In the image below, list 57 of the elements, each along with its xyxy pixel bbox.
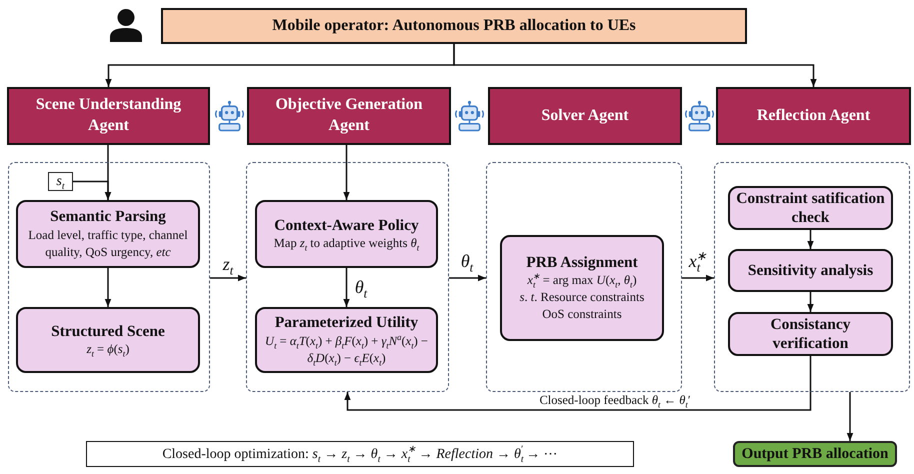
process-description: s. t. Resource constraints OoS constraints <box>518 289 646 323</box>
agent-title: Solver Agent <box>541 106 629 126</box>
process-description: U$_{t}$ = α$_{t}$T(x$_{t}$) + β$_{t}$F(x$_{t}$) + γ$_{t}$N$^{a}$(x$_{t}$) − δ$_{t}$D(x$_{t}$) − ϵ$_{t}$E(x$_{t}$) <box>264 332 429 367</box>
agent-title: Objective Generation Agent <box>274 95 424 136</box>
process-description: x$_{t}$$^{∗}$ = arg max U(x$_{t}$, θ$_{t}$) <box>527 272 637 290</box>
arrow <box>343 145 350 200</box>
arrow <box>453 44 817 87</box>
summary-text: Closed-loop optimization: s$_{t}$ → z$_{t}$ → θ$_{t}$ → x$_{t}$$^{∗}$ → Reflection → θ$_{t}$$^{′}$ → ⋯ <box>162 445 558 463</box>
arrow <box>73 180 112 200</box>
process-title: Parameterized Utility <box>274 313 418 333</box>
summary-box <box>86 441 634 467</box>
arrow <box>846 392 854 441</box>
banner-title: Mobile operator: Autonomous PRB allocation to UEs <box>272 17 636 35</box>
arrow <box>682 274 714 282</box>
arrow <box>449 274 486 282</box>
process-box <box>16 200 200 268</box>
arrow <box>104 268 112 307</box>
edge-label: θ$_{t}$ <box>458 252 476 272</box>
process-title: Semantic Parsing <box>50 207 166 227</box>
process-box <box>16 307 200 373</box>
edge-label: θ$_{t}$ <box>352 278 370 298</box>
agent-box <box>247 87 451 145</box>
arrow <box>344 356 812 411</box>
edge-label: Closed-loop feedback θ$_{t}$ ← θ$_{t}$′ <box>537 394 693 408</box>
arrow <box>210 274 246 282</box>
state-box <box>48 172 73 191</box>
arrow <box>343 268 350 307</box>
process-title: Constraint satification check <box>735 188 886 228</box>
agent-title: Scene Understanding Agent <box>34 95 182 136</box>
process-description: Load level, traffic type, channel quality, QoS urgency, etc <box>27 226 189 261</box>
agent-box <box>7 87 210 145</box>
dashed-panel <box>486 162 682 392</box>
process-title: Sensitivity analysis <box>748 260 874 280</box>
agent-title: Reflection Agent <box>756 106 870 126</box>
task-banner <box>161 8 747 44</box>
process-description: Map z$_{t}$ to adaptive weights θ$_{t}$ <box>274 235 420 252</box>
agent-box <box>716 87 911 145</box>
process-title: Structured Scene <box>51 322 165 342</box>
process-box <box>255 200 438 268</box>
process-title: Context-Aware Policy <box>274 216 419 236</box>
process-title: Consistancy verification <box>769 314 852 354</box>
process-box <box>728 249 893 292</box>
arrow <box>807 292 814 312</box>
process-box <box>500 235 664 341</box>
output-title: Output PRB allocation <box>742 446 888 462</box>
arrow <box>807 230 814 249</box>
dashed-panel <box>8 162 210 392</box>
process-description: z$_{t}$ = ϕ(s$_{t}$) <box>86 341 130 358</box>
state-symbol: s$_{t}$ <box>56 174 65 188</box>
process-box <box>255 307 438 373</box>
process-title: PRB Assignment <box>526 253 638 272</box>
process-box <box>728 186 893 230</box>
dashed-panel <box>246 162 449 392</box>
process-box <box>728 312 893 356</box>
output-box <box>733 441 897 467</box>
dashed-panel <box>714 162 910 392</box>
agent-box <box>488 87 682 145</box>
